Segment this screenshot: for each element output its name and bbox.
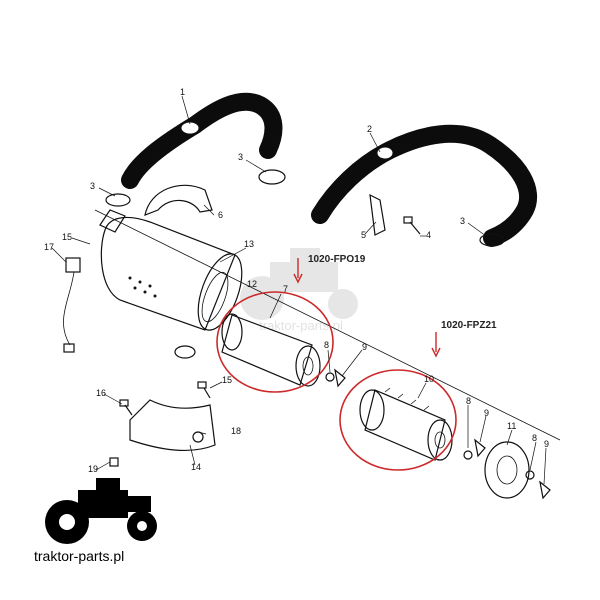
assembly-axis-line [94,209,561,441]
watermark: traktor-parts.pl [240,248,358,333]
part-number: 11 [507,421,516,431]
watermark-text: traktor-parts.pl [259,318,343,333]
part-number: 5 [361,230,366,240]
nut [109,431,204,467]
site-logo: traktor-parts.pl [34,478,157,564]
part-number: 7 [283,284,288,294]
part-number: 3 [238,152,243,162]
highlight-arrow [293,258,303,284]
part-number: 8 [466,396,471,406]
highlight-circle [339,369,457,471]
lower-bracket [129,399,216,452]
part-number: 8 [324,340,329,350]
part-code: 1020-FPZ21 [441,320,497,331]
tractor-icon [45,478,157,544]
air-cleaner-housing [99,209,243,359]
gasket [325,372,535,480]
part-number: 14 [191,462,201,472]
part-number: 13 [244,239,254,249]
part-number: 9 [544,439,549,449]
part-number: 16 [96,388,106,398]
part-number: 15 [62,232,72,242]
part-number: 12 [247,279,257,289]
hose-left [121,92,283,189]
highlight-arrow [431,332,441,358]
watermark-tractor-icon [240,248,358,320]
highlight-circle [216,291,334,393]
part-number: 18 [231,426,241,436]
wing-nut [334,368,551,500]
hose-right [311,124,538,247]
part-number: 3 [90,181,95,191]
part-number-labels: 1 2 3 3 3 4 5 6 7 8 8 8 9 9 9 10 11 12 1… [44,87,549,474]
part-number: 19 [88,464,98,474]
part-number: 2 [367,124,372,134]
part-number: 10 [424,374,434,384]
part-number: 8 [532,433,537,443]
part-number: 17 [44,242,54,252]
primary-filter-element [221,313,321,387]
part-number: 15 [222,375,232,385]
part-number: 9 [362,342,367,352]
part-number: 9 [484,408,489,418]
part-number: 4 [426,230,431,240]
logo-text: traktor-parts.pl [34,548,124,564]
mounting-band [144,184,213,216]
small-bracket [369,193,386,236]
part-number: 6 [218,210,223,220]
part-number: 1 [180,87,185,97]
part-code: 1020-FPO19 [308,254,366,265]
part-number: 3 [460,216,465,226]
hose-clamp [105,169,505,247]
end-cap [484,441,530,499]
safety-filter-element [359,387,453,461]
restriction-sensor [63,257,81,353]
leader-lines [51,95,547,485]
